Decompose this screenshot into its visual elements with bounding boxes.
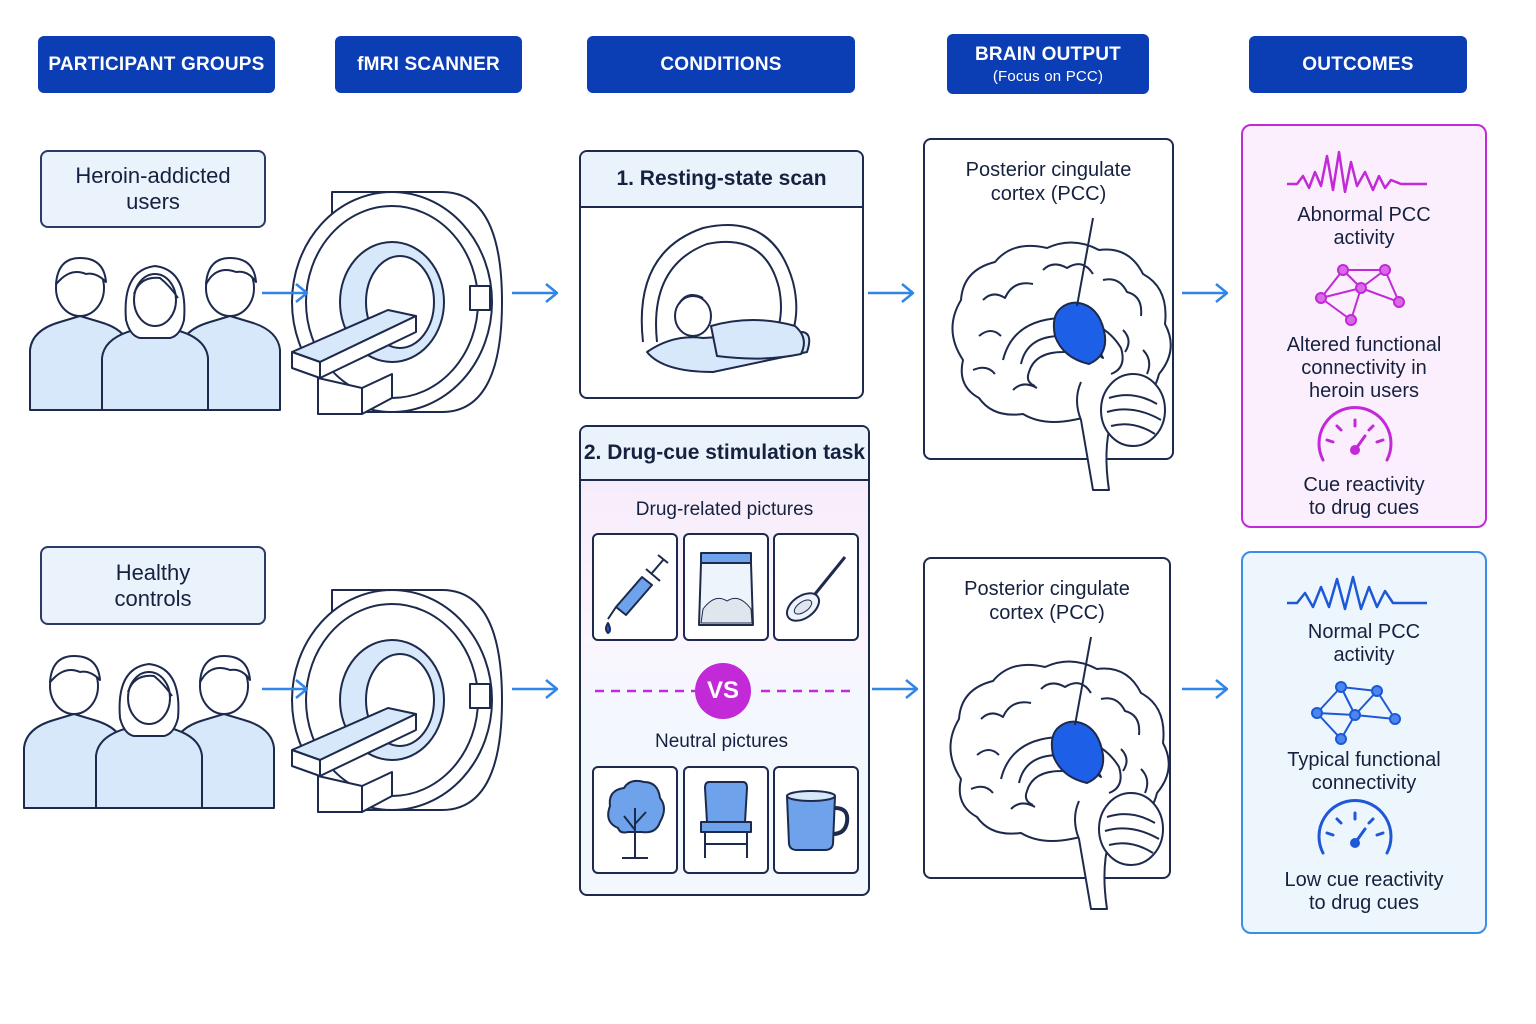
powder-bag-icon [698, 552, 754, 626]
neutral-pictures-label: Neutral pictures [654, 731, 789, 752]
header-participant-groups: PARTICIPANT GROUPS [38, 36, 275, 93]
drug-cue-task-panel: 2. Drug-cue stimulation task Drug-relate… [579, 425, 870, 896]
outcome-connectivity-text: Altered functional connectivity in heroi… [1286, 334, 1442, 402]
mri-scanner-icon [291, 589, 503, 813]
outcome-activity-text: Normal PCC activity [1307, 621, 1421, 666]
pcc-label: Posterior cingulate cortex (PCC) [964, 578, 1130, 624]
network-icon [1315, 264, 1405, 326]
group-label-heroin-addicted: Heroin-addicted users [40, 150, 266, 228]
group-label-healthy-controls: Healthy controls [40, 546, 266, 625]
resting-state-panel: 1. Resting-state scan [579, 150, 864, 399]
arrow-right-icon [1180, 678, 1229, 700]
arrow-right-icon [870, 678, 919, 700]
syringe-icon [605, 554, 669, 634]
waveform-icon [1287, 150, 1427, 194]
brain-panel-top: Posterior cingulate cortex (PCC) [923, 138, 1174, 491]
people-group-icon [29, 257, 281, 411]
patient-in-scanner-icon [640, 224, 811, 373]
tile-mug [773, 766, 859, 874]
arrow-right-icon [866, 282, 915, 304]
header-fmri-scanner: fMRI SCANNER [335, 36, 522, 93]
brain-icon [951, 217, 1172, 491]
gauge-icon [1317, 799, 1393, 855]
chair-icon [700, 781, 752, 858]
resting-state-title: 1. Resting-state scan [581, 152, 862, 208]
mug-icon [786, 790, 850, 851]
mri-scanner-icon [291, 191, 503, 415]
tree-icon [607, 779, 665, 859]
header-conditions: CONDITIONS [587, 36, 855, 93]
outcome-connectivity-text: Typical functional connectivity [1287, 749, 1441, 794]
network-icon [1311, 681, 1401, 745]
header-label: OUTCOMES [1302, 53, 1414, 75]
spoon-icon [785, 556, 847, 622]
tile-chair [683, 766, 769, 874]
arrow-right-icon [510, 282, 559, 304]
divider-dashed-right [761, 689, 855, 693]
header-label: CONDITIONS [660, 53, 782, 75]
divider-dashed-left [595, 689, 695, 693]
header-sublabel: (Focus on PCC) [992, 67, 1104, 85]
pcc-label: Posterior cingulate cortex (PCC) [965, 159, 1132, 205]
tile-spoon [773, 533, 859, 641]
header-label: fMRI SCANNER [357, 53, 500, 75]
brain-panel-bottom: Posterior cingulate cortex (PCC) [923, 557, 1171, 910]
brain-icon [949, 636, 1170, 910]
outcome-reactivity-text: Low cue reactivity to drug cues [1284, 869, 1444, 914]
gauge-icon [1317, 406, 1393, 462]
outcomes-panel-addicted: Abnormal PCC activity Altered functional… [1241, 124, 1487, 528]
arrow-right-icon [1180, 282, 1229, 304]
header-label: BRAIN OUTPUT [975, 43, 1121, 65]
header-label: PARTICIPANT GROUPS [48, 53, 265, 75]
outcomes-panel-controls: Normal PCC activity Typical functional c… [1241, 551, 1487, 934]
outcome-reactivity-text: Cue reactivity to drug cues [1303, 474, 1425, 519]
panel-title-label: 1. Resting-state scan [616, 167, 827, 190]
people-group-icon [23, 655, 275, 809]
drug-pictures-label: Drug-related pictures [635, 499, 814, 520]
drug-cue-task-title: 2. Drug-cue stimulation task [581, 427, 868, 481]
tile-syringe [592, 533, 678, 641]
vs-badge: VS [695, 663, 751, 719]
tile-powder-bag [683, 533, 769, 641]
header-outcomes: OUTCOMES [1249, 36, 1467, 93]
header-brain-output: BRAIN OUTPUT (Focus on PCC) [947, 34, 1149, 94]
arrow-right-icon [260, 678, 309, 700]
arrow-right-icon [260, 282, 309, 304]
tile-tree [592, 766, 678, 874]
outcome-activity-text: Abnormal PCC activity [1297, 204, 1431, 249]
waveform-icon [1287, 575, 1427, 611]
arrow-right-icon [510, 678, 559, 700]
panel-title-label: 2. Drug-cue stimulation task [583, 441, 866, 464]
